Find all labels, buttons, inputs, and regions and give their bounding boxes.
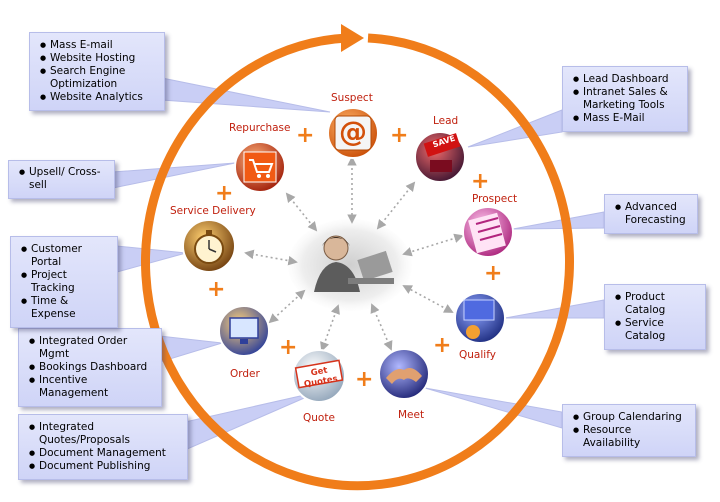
plus-suspect-lead: + — [390, 126, 408, 146]
callout-item: Intranet Sales & Marketing Tools — [573, 86, 679, 112]
stage-label-suspect: Suspect — [331, 92, 373, 104]
pointer-meet — [425, 388, 562, 428]
pointer-qualify — [505, 300, 604, 318]
callout-item: Lead Dashboard — [573, 73, 679, 86]
callout-prospect-list: Advanced Forecasting — [605, 195, 697, 233]
callout-lead-list: Lead DashboardIntranet Sales & Marketing… — [563, 67, 687, 131]
callout-item: Integrated Order Mgmt — [29, 335, 153, 361]
spoke-repurchase — [287, 194, 316, 230]
pointer-service-delivery — [117, 246, 186, 272]
plus-prospect-qualify: + — [484, 264, 502, 284]
callout-item: Website Hosting — [40, 52, 156, 65]
callout-item: Project Tracking — [21, 269, 109, 295]
at-sign-text: @ — [339, 115, 367, 149]
plus-order-service-delivery: + — [207, 280, 225, 300]
plus-qualify-meet: + — [433, 336, 451, 356]
cycle-arrowhead — [341, 24, 364, 52]
callout-item: Incentive Management — [29, 374, 153, 400]
callout-meet-list: Group CalendaringResource Availability — [563, 405, 695, 456]
callout-qualify-list: Product CatalogService Catalog — [605, 285, 705, 349]
stage-label-quote: Quote — [303, 412, 335, 424]
callout-item: Service Catalog — [615, 317, 697, 343]
callout-order: Integrated Order MgmtBookings DashboardI… — [18, 328, 162, 407]
callout-item: Document Publishing — [29, 460, 179, 473]
callout-repurchase: Upsell/ Cross-sell — [8, 160, 115, 199]
callout-suspect-list: Mass E-mailWebsite HostingSearch Engine … — [30, 33, 164, 110]
callout-item: Time & Expense — [21, 295, 109, 321]
plus-service-delivery-repurchase: + — [215, 184, 233, 204]
plus-quote-order: + — [279, 338, 297, 358]
plus-repurchase-suspect: + — [296, 126, 314, 146]
stage-label-qualify: Qualify — [459, 349, 496, 361]
callout-quote: Integrated Quotes/ProposalsDocument Mana… — [18, 414, 188, 480]
callout-item: Integrated Quotes/Proposals — [29, 421, 179, 447]
icon-prospect-group — [463, 207, 513, 257]
icon-order-group — [219, 306, 269, 356]
spoke-meet — [372, 305, 391, 349]
icon-meet-group — [379, 349, 429, 399]
callout-item: Mass E-mail — [40, 39, 156, 52]
plus-lead-prospect: + — [471, 172, 489, 192]
callout-item: Advanced Forecasting — [615, 201, 689, 227]
callout-item: Search Engine Optimization — [40, 65, 156, 91]
spoke-lead — [378, 183, 414, 228]
spoke-order — [270, 291, 304, 322]
callout-item: Customer Portal — [21, 243, 109, 269]
callout-item: Mass E-Mail — [573, 112, 679, 125]
plus-meet-quote: + — [355, 370, 373, 390]
spoke-prospect — [404, 236, 462, 254]
callout-quote-list: Integrated Quotes/ProposalsDocument Mana… — [19, 415, 187, 479]
spoke-quote — [322, 306, 338, 350]
icon-service-delivery-group — [183, 220, 235, 272]
spoke-qualify — [404, 286, 452, 312]
callout-item: Group Calendaring — [573, 411, 687, 424]
callout-suspect: Mass E-mailWebsite HostingSearch Engine … — [29, 32, 165, 111]
callout-item: Document Management — [29, 447, 179, 460]
callout-service-delivery-list: Customer PortalProject TrackingTime & Ex… — [11, 237, 117, 327]
pointer-prospect — [513, 212, 604, 229]
callout-meet: Group CalendaringResource Availability — [562, 404, 696, 457]
icon-repurchase-group — [235, 142, 285, 192]
stage-label-service-delivery: Service Delivery — [170, 205, 256, 217]
callout-item: Upsell/ Cross-sell — [19, 166, 106, 192]
stage-label-order: Order — [230, 368, 260, 380]
stage-label-repurchase: Repurchase — [229, 122, 290, 134]
callout-order-list: Integrated Order MgmtBookings DashboardI… — [19, 329, 161, 406]
callout-lead: Lead DashboardIntranet Sales & Marketing… — [562, 66, 688, 132]
callout-prospect: Advanced Forecasting — [604, 194, 698, 234]
callout-item: Website Analytics — [40, 91, 156, 104]
stage-label-lead: Lead — [433, 115, 458, 127]
callout-item: Resource Availability — [573, 424, 687, 450]
stage-label-prospect: Prospect — [472, 193, 517, 205]
icon-qualify-group — [455, 293, 505, 343]
callout-qualify: Product CatalogService Catalog — [604, 284, 706, 350]
callout-repurchase-list: Upsell/ Cross-sell — [9, 161, 114, 198]
stage-label-meet: Meet — [398, 409, 424, 421]
pointer-suspect — [162, 78, 330, 112]
callout-item: Bookings Dashboard — [29, 361, 153, 374]
callout-service-delivery: Customer PortalProject TrackingTime & Ex… — [10, 236, 118, 328]
callout-item: Product Catalog — [615, 291, 697, 317]
center-photo — [288, 219, 412, 311]
